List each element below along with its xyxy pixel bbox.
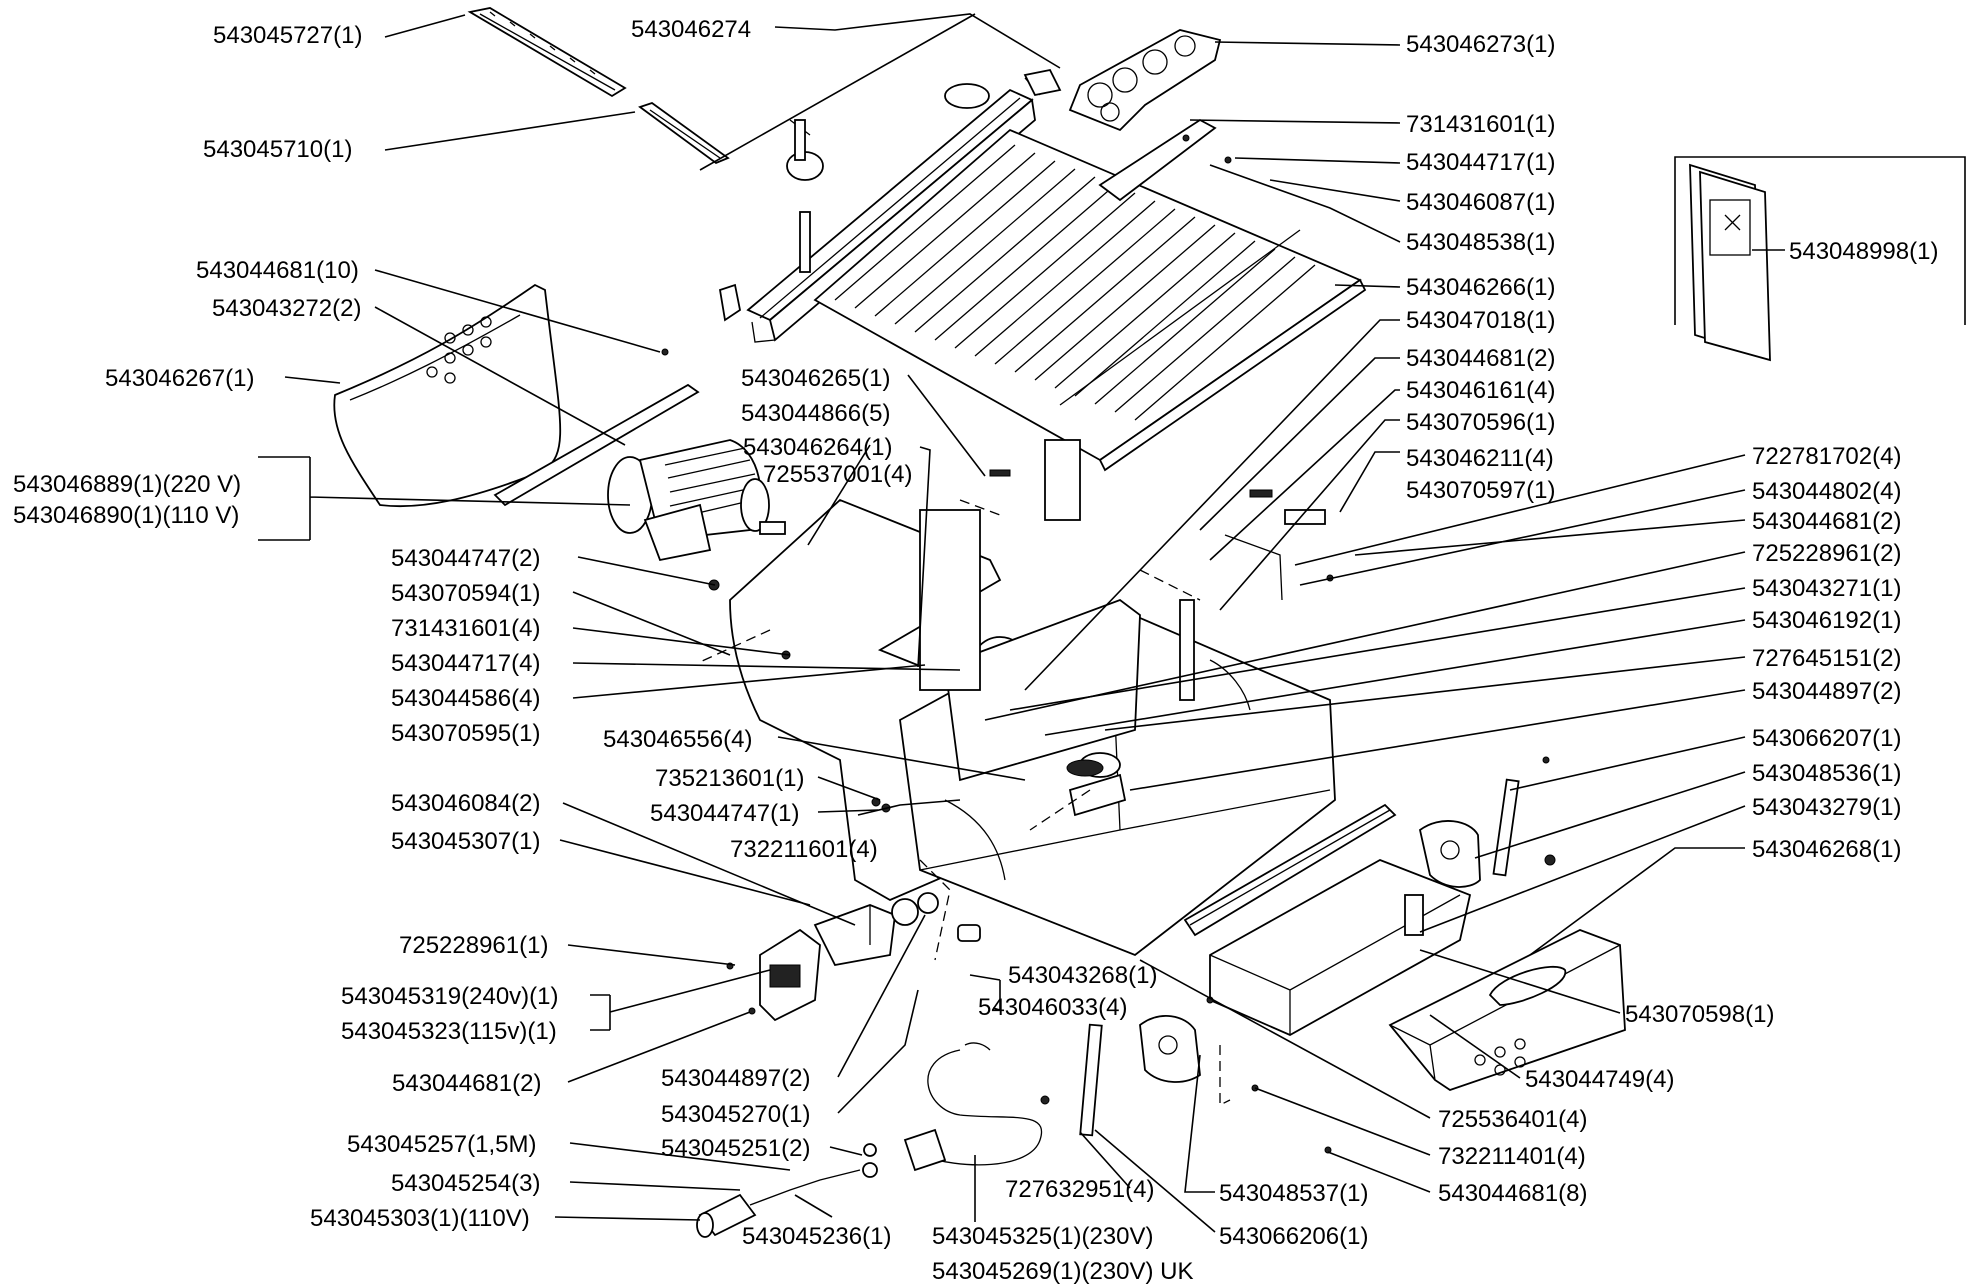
part-label: 543047018(1): [1406, 307, 1555, 334]
part-label: 543048998(1): [1789, 238, 1938, 265]
part-label: 543070598(1): [1625, 1001, 1774, 1028]
part-label: 543044586(4): [391, 685, 540, 712]
part-label: 731431601(1): [1406, 111, 1555, 138]
part-label: 543045727(1): [213, 22, 362, 49]
part-label: 543070597(1): [1406, 477, 1555, 504]
ruler-strip-top: [467, 7, 627, 98]
part-label: 543046274: [631, 16, 751, 43]
part-label: 725228961(2): [1752, 540, 1901, 567]
vertical-bar-right: [1492, 778, 1520, 877]
extension-slide: [1388, 929, 1626, 1091]
part-label: 543043279(1): [1752, 794, 1901, 821]
part-label: 543045251(2): [661, 1135, 810, 1162]
part-label: 725228961(1): [399, 932, 548, 959]
part-label: 543045236(1): [742, 1223, 891, 1250]
part-label: 543046273(1): [1406, 31, 1555, 58]
main-frame: [729, 498, 1336, 957]
part-label: 543046890(1)(110 V): [13, 502, 239, 529]
part-label: 725536401(4): [1438, 1106, 1587, 1133]
part-label: 543046084(2): [391, 790, 540, 817]
electric-motor: [607, 439, 786, 562]
side-guard-cover: [333, 283, 562, 508]
part-label: 543044747(1): [650, 800, 799, 827]
foot-pad: [957, 924, 981, 942]
bracket-plate-lower: [1139, 1015, 1201, 1083]
connector-plate: [1068, 29, 1222, 132]
part-label: 735213601(1): [655, 765, 804, 792]
part-label: 722781702(4): [1752, 443, 1901, 470]
vertical-bar-lower: [1079, 1023, 1103, 1137]
part-label: 732211601(4): [730, 836, 878, 863]
part-label: 543046268(1): [1752, 836, 1901, 863]
bracket-plate-upper: [1418, 820, 1481, 888]
part-label: 543046087(1): [1406, 189, 1555, 216]
part-label: 543043268(1): [1008, 962, 1157, 989]
part-label: 731431601(4): [391, 615, 540, 642]
part-label: 543066206(1): [1219, 1223, 1368, 1250]
work-table-grille: [813, 118, 1367, 521]
part-label: 543046264(1): [743, 434, 892, 461]
part-label: 543044717(1): [1406, 149, 1555, 176]
part-label: 543044681(2): [1406, 345, 1555, 372]
part-label: 543045307(1): [391, 828, 540, 855]
part-label: 543046211(4): [1406, 445, 1554, 472]
plug-110v: [696, 1193, 757, 1238]
knob-and-washer: [891, 892, 939, 926]
part-label: 543045710(1): [203, 136, 352, 163]
part-label: 732211401(4): [1438, 1143, 1586, 1170]
part-label: 543045270(1): [661, 1101, 810, 1128]
part-label: 543045257(1,5M): [347, 1131, 536, 1158]
part-label: 543044681(8): [1438, 1180, 1587, 1207]
part-label: 543044749(4): [1525, 1066, 1674, 1093]
part-label: 543045303(1)(110V): [310, 1205, 530, 1232]
part-label: 543044802(4): [1752, 478, 1901, 505]
part-label: 543045269(1)(230V) UK: [932, 1258, 1194, 1285]
manual-booklet: [1674, 156, 1966, 362]
assembly-lines: [699, 499, 1231, 1107]
part-label: 725537001(4): [763, 461, 912, 488]
part-label: 543048538(1): [1406, 229, 1555, 256]
part-label: 543046267(1): [105, 365, 254, 392]
part-label: 543046556(4): [603, 726, 752, 753]
part-label: 543046033(4): [978, 994, 1127, 1021]
part-label: 727645151(2): [1752, 645, 1901, 672]
part-label: 543044681(2): [392, 1070, 541, 1097]
part-label: 543043272(2): [212, 295, 361, 322]
power-cord: [903, 1042, 1043, 1172]
part-label: 543046265(1): [741, 365, 890, 392]
part-label: 543048536(1): [1752, 760, 1901, 787]
part-label: 543066207(1): [1752, 725, 1901, 752]
part-label: 543045325(1)(230V): [932, 1223, 1154, 1250]
lower-tray: [1209, 859, 1472, 1037]
part-label: 543045319(240v)(1): [341, 983, 559, 1010]
cable-lead: [749, 1169, 861, 1206]
part-labels: 543045727(1) 543046274 543046273(1) 5430…: [13, 16, 1938, 1285]
ruler-strip-lower: [638, 102, 730, 165]
part-label: 543045254(3): [391, 1170, 540, 1197]
part-label: 543044866(5): [741, 400, 890, 427]
fasteners: [661, 134, 1556, 1154]
part-label: 543044897(2): [661, 1065, 810, 1092]
part-label: 543044747(2): [391, 545, 540, 572]
part-label: 727632951(4): [1005, 1176, 1154, 1203]
side-rail-assembly: [718, 68, 1062, 343]
part-label: 543046192(1): [1752, 607, 1901, 634]
part-label: 543070596(1): [1406, 409, 1555, 436]
part-label: 543044897(2): [1752, 678, 1901, 705]
leader-lines: [258, 13, 1785, 1233]
part-label: 543044717(4): [391, 650, 540, 677]
part-label: 543046266(1): [1406, 274, 1555, 301]
power-switch: [759, 928, 821, 1022]
part-label: 543043271(1): [1752, 575, 1901, 602]
part-label: 543048537(1): [1219, 1180, 1368, 1207]
part-label: 543044681(2): [1752, 508, 1901, 535]
part-label: 543046889(1)(220 V): [13, 471, 241, 498]
part-label: 543044681(10): [196, 257, 359, 284]
part-label: 543045323(115v)(1): [341, 1018, 557, 1045]
part-label: 543046161(4): [1406, 377, 1555, 404]
switch-housing: [813, 904, 896, 967]
part-label: 543070595(1): [391, 720, 540, 747]
part-label: 543070594(1): [391, 580, 540, 607]
